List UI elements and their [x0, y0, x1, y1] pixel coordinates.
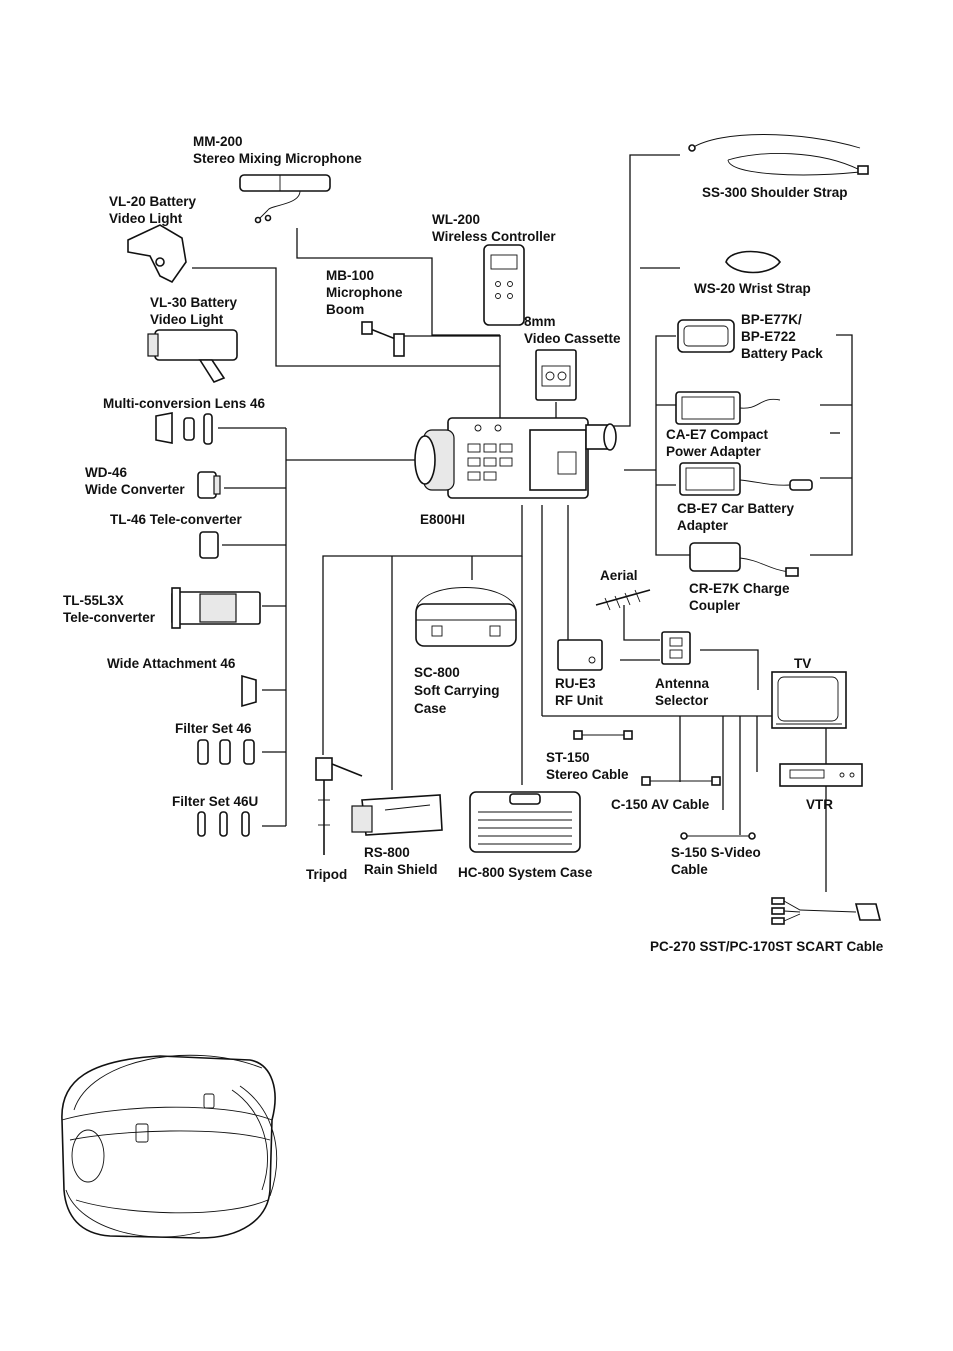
- tl55-icon: [171, 587, 261, 629]
- s150-icon: [680, 832, 756, 840]
- mb100-icon: [361, 321, 405, 357]
- filter46-icon: [197, 739, 255, 765]
- tripod-line: [322, 505, 523, 755]
- cb-e7-icon: [679, 462, 813, 496]
- vl30-icon: [147, 329, 238, 383]
- wideatt-label: Wide Attachment 46: [107, 656, 236, 671]
- power-trunk: [655, 335, 690, 556]
- soft-case-illustration: [61, 1054, 278, 1239]
- antsel-icon: [661, 631, 691, 665]
- rfunit-icon: [557, 639, 603, 671]
- vtr-label: VTR: [806, 797, 833, 812]
- tripod-label: Tripod: [306, 867, 348, 882]
- cr-e7k-icon: [689, 542, 799, 577]
- camcorder-label: E800HI: [420, 512, 466, 527]
- c150-icon: [641, 776, 721, 786]
- mm200-line: [296, 228, 500, 336]
- strap-line: [610, 154, 680, 427]
- tv-label: TV: [794, 656, 812, 671]
- rs800-icon: [351, 794, 443, 836]
- mm200-icon: [239, 174, 331, 224]
- ss300-label: SS-300 Shoulder Strap: [702, 185, 848, 200]
- tripod-icon: [315, 757, 363, 855]
- sc800-icon: [415, 587, 517, 647]
- camcorder-icon: [414, 417, 617, 499]
- wideatt-icon: [241, 674, 257, 708]
- multilens-icon: [155, 412, 213, 445]
- wl200-icon: [483, 244, 525, 326]
- hc800-label: HC-800 System Case: [458, 865, 593, 880]
- cassette-icon: [535, 349, 577, 401]
- tv-icon: [771, 671, 847, 729]
- filter46u-icon: [197, 811, 250, 837]
- c150-label: C-150 AV Cable: [611, 797, 710, 812]
- ws20-label: WS-20 Wrist Strap: [694, 281, 811, 296]
- tl46-label: TL-46 Tele-converter: [110, 512, 242, 527]
- st150-icon: [573, 730, 633, 740]
- filter46u-label: Filter Set 46U: [172, 794, 259, 809]
- wd46-icon: [197, 471, 221, 499]
- pc270-label: PC-270 SST/PC-170ST SCART Cable: [650, 939, 884, 954]
- ws20-icon: [725, 250, 781, 274]
- aerial-label: Aerial: [600, 568, 638, 583]
- aerial-icon: [595, 589, 651, 611]
- hc800-icon: [469, 791, 581, 853]
- filter46-label: Filter Set 46: [175, 721, 252, 736]
- tl46-icon: [199, 531, 219, 559]
- pc270-icon: [771, 897, 882, 925]
- vtr-icon: [779, 763, 863, 787]
- power-right-bracket: [810, 334, 853, 556]
- ss300-icon: [688, 134, 869, 176]
- battery-icon: [677, 319, 735, 353]
- ca-e7-icon: [675, 391, 781, 425]
- vl-line: [192, 267, 500, 367]
- connector-lines: [192, 154, 853, 892]
- multilens-label: Multi-conversion Lens 46: [103, 396, 266, 411]
- vl20-icon: [127, 224, 187, 284]
